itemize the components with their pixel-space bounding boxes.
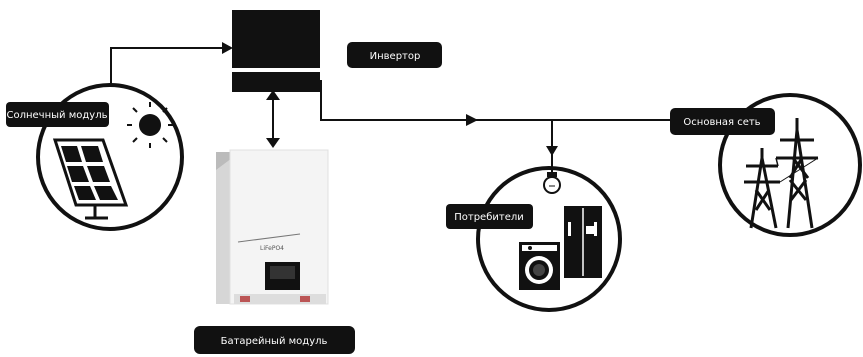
solar-panel-icon	[52, 138, 129, 220]
battery-module-label-text: Батарейный модуль	[221, 336, 328, 347]
washing-machine-icon	[519, 242, 560, 290]
consumers-label-text: Потребители	[454, 212, 524, 223]
inverter-label-text: Инвертор	[370, 51, 421, 62]
battery-module-label-bg	[194, 326, 355, 354]
arrow-to-grid	[466, 114, 478, 126]
battery-module-unit: LiFePO4	[216, 149, 329, 305]
consumers-group	[476, 157, 622, 312]
inverter-label-bg	[347, 42, 442, 68]
arrow-to-consumers	[546, 146, 558, 156]
inverter-top-block	[232, 10, 320, 68]
connection-lines	[110, 47, 724, 168]
solar-to-inverter-line	[110, 47, 222, 84]
inverter-unit	[232, 10, 320, 92]
grid-label-text: Основная сеть	[683, 117, 760, 128]
battery-base	[234, 294, 326, 304]
inverter-bottom-block	[232, 72, 320, 92]
arrow-down-battery	[266, 138, 280, 148]
consumers-label-bg	[446, 204, 533, 229]
lightbulb-icon	[543, 157, 561, 194]
power-tower-icon	[744, 118, 819, 229]
solar-module-label: Солнечный модуль	[6, 102, 109, 127]
battery-terminal-right	[300, 296, 310, 302]
arrow-to-inverter	[222, 42, 233, 54]
battery-module-label: Батарейный модуль	[194, 326, 355, 354]
battery-terminal-left	[240, 296, 250, 302]
grid-label-bg	[670, 108, 775, 135]
battery-side-shadow	[216, 152, 232, 170]
refrigerator-icon	[564, 206, 602, 278]
arrow-heads	[222, 42, 558, 156]
solar-module-label-text: Солнечный модуль	[7, 110, 108, 121]
consumers-label: Потребители	[446, 204, 533, 229]
sun-icon	[127, 102, 173, 148]
inverter-to-grid-line	[320, 80, 724, 121]
solar-module-label-bg	[6, 102, 109, 127]
battery-side	[216, 152, 232, 304]
grid-label: Основная сеть	[670, 108, 775, 135]
battery-display-screen	[270, 266, 295, 279]
inverter-label: Инвертор	[347, 42, 442, 68]
battery-brand-text: LiFePO4	[260, 245, 284, 252]
arrow-up-inverter	[266, 90, 280, 100]
